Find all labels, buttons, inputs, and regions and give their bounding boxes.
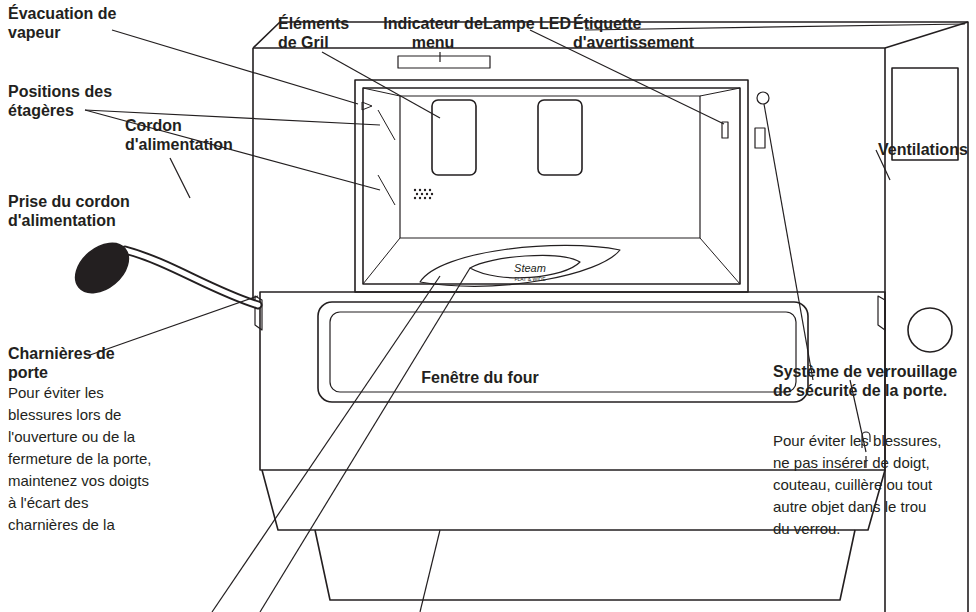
oven-top-right [885, 22, 968, 48]
oven-window [318, 302, 808, 402]
callout-label: Ventilations [878, 140, 976, 159]
cavity-opening [355, 80, 748, 292]
floor-logo-ring [470, 255, 580, 277]
menu-indicator [398, 56, 490, 68]
vent-dots [414, 189, 433, 199]
logo-text: FLAT & WIDE [500, 276, 560, 282]
door-handle [315, 530, 855, 600]
callout-heading: Charnières de porte [8, 344, 133, 382]
floor-swirl [420, 245, 620, 286]
callout-heading: Système de verrouillage de sécurité de l… [773, 362, 973, 400]
callout-label: Indicateur de menu [383, 14, 483, 52]
callout-label: Étiquette d'avertissement [573, 14, 723, 52]
lock-hole [757, 92, 769, 104]
callout-label: Fenêtre du four [380, 368, 580, 387]
cavity-frame [363, 88, 740, 284]
callout-note: Pour éviter les blessures lors de l'ouve… [8, 382, 154, 536]
grill-element [432, 100, 476, 175]
control-dial [908, 308, 952, 352]
oven-top-edge [253, 22, 968, 612]
callout-label: Évacuation de vapeur [8, 4, 128, 42]
leader-lines [85, 24, 965, 612]
cavity-back-wall [400, 96, 700, 238]
callout-note: Pour éviter les blessures, ne pas insére… [773, 430, 945, 540]
logo-text: Steam [500, 262, 560, 274]
callout-label: Prise du cordon d'alimentation [8, 192, 148, 230]
led-lamp [722, 122, 728, 138]
callout-label: Positions des étagères [8, 82, 133, 120]
callout-label: Éléments de Gril [278, 14, 370, 52]
door-hinge [255, 296, 885, 330]
callout-label: Cordon d'alimentation [125, 116, 250, 154]
power-cord [125, 250, 258, 305]
oven-left-edge [252, 48, 254, 300]
power-plug [66, 233, 138, 302]
grill-element [538, 100, 582, 175]
